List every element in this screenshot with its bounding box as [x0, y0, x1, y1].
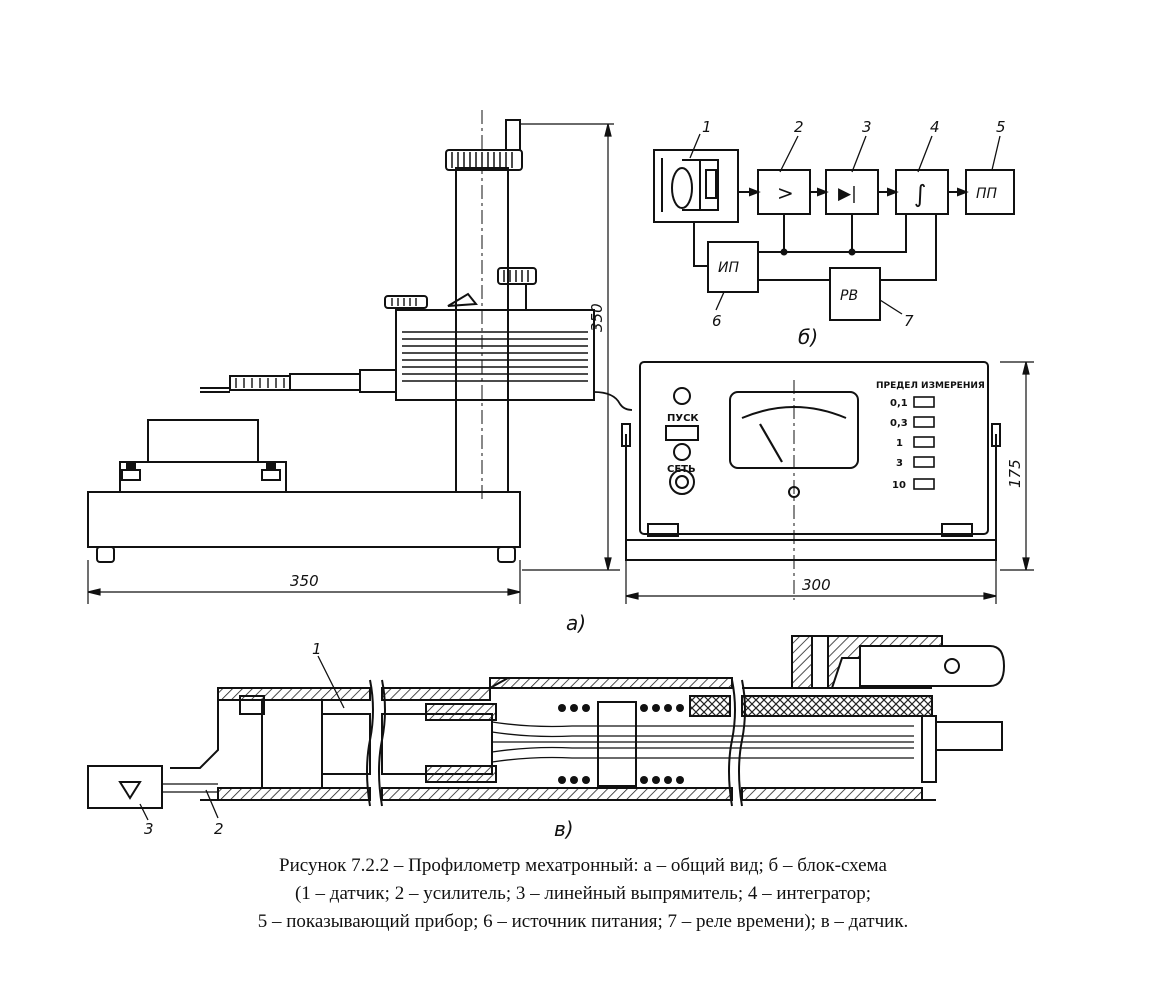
integrator-symbol: ∫ — [914, 180, 927, 208]
figure-caption: Рисунок 7.2.2 – Профилометр мехатронный:… — [0, 852, 1166, 936]
power-supply-label: ИП — [718, 260, 739, 276]
sensor-text: 1 2 3 в) — [144, 640, 574, 841]
stand-height-dim: 350 — [588, 303, 606, 332]
dimension-labels: 350 350 175 300 — [290, 303, 1024, 594]
callout-1: 1 — [702, 118, 712, 136]
caption-line-2: (1 – датчик; 2 – усилитель; 3 – линейный… — [294, 883, 872, 904]
instrument-panel-text: ПРЕДЕЛ ИЗМЕРЕНИЯ ПУСК СЕТЬ 0,1 0,3 1 3 1… — [667, 381, 985, 491]
callout-3: 3 — [862, 118, 872, 136]
caption-line-3: 5 – показывающий прибор; 6 – источник пи… — [257, 911, 909, 932]
indicator-label: ПП — [976, 186, 998, 202]
range-label-1: 0,1 — [890, 398, 908, 409]
start-label: ПУСК — [667, 413, 699, 424]
view-c-label: в) — [554, 817, 574, 841]
range-lamps — [913, 396, 935, 490]
range-label-3: 1 — [896, 438, 903, 449]
block-diagram — [653, 133, 1015, 321]
callout-2: 2 — [794, 118, 804, 136]
amplifier-symbol: > — [777, 181, 794, 205]
sensor-callout-1: 1 — [312, 640, 322, 658]
block-diagram-text: > ▶| ∫ ПП ИП РВ 1 2 3 4 5 6 7 б) — [702, 118, 1006, 349]
range-label-4: 3 — [896, 458, 903, 469]
callout-7: 7 — [904, 312, 914, 330]
range-label-2: 0,3 — [890, 418, 908, 429]
caption-line-1: Рисунок 7.2.2 – Профилометр мехатронный:… — [279, 855, 887, 876]
view-b-label: б) — [798, 325, 818, 349]
block-relay — [829, 267, 881, 321]
sensor-callout-3: 3 — [144, 820, 154, 838]
unit-dimensions — [625, 361, 1034, 604]
stand-dimensions — [87, 123, 620, 604]
block-sensor — [653, 149, 739, 223]
view-a-label: а) — [566, 611, 586, 635]
stand-width-dim: 350 — [290, 572, 319, 590]
sensor-section — [87, 635, 1006, 821]
range-label-5: 10 — [892, 480, 906, 491]
callout-6: 6 — [712, 312, 722, 330]
unit-height-dim: 175 — [1006, 459, 1024, 488]
callout-5: 5 — [996, 118, 1006, 136]
measuring-unit — [621, 361, 1001, 600]
rectifier-symbol: ▶| — [838, 184, 857, 204]
callout-4: 4 — [930, 118, 940, 136]
unit-width-dim: 300 — [802, 576, 831, 594]
relay-label: РВ — [840, 288, 858, 304]
power-label: СЕТЬ — [667, 464, 696, 475]
profilometer-stand — [87, 110, 633, 563]
range-title: ПРЕДЕЛ ИЗМЕРЕНИЯ — [876, 381, 985, 391]
sensor-callout-2: 2 — [214, 820, 224, 838]
